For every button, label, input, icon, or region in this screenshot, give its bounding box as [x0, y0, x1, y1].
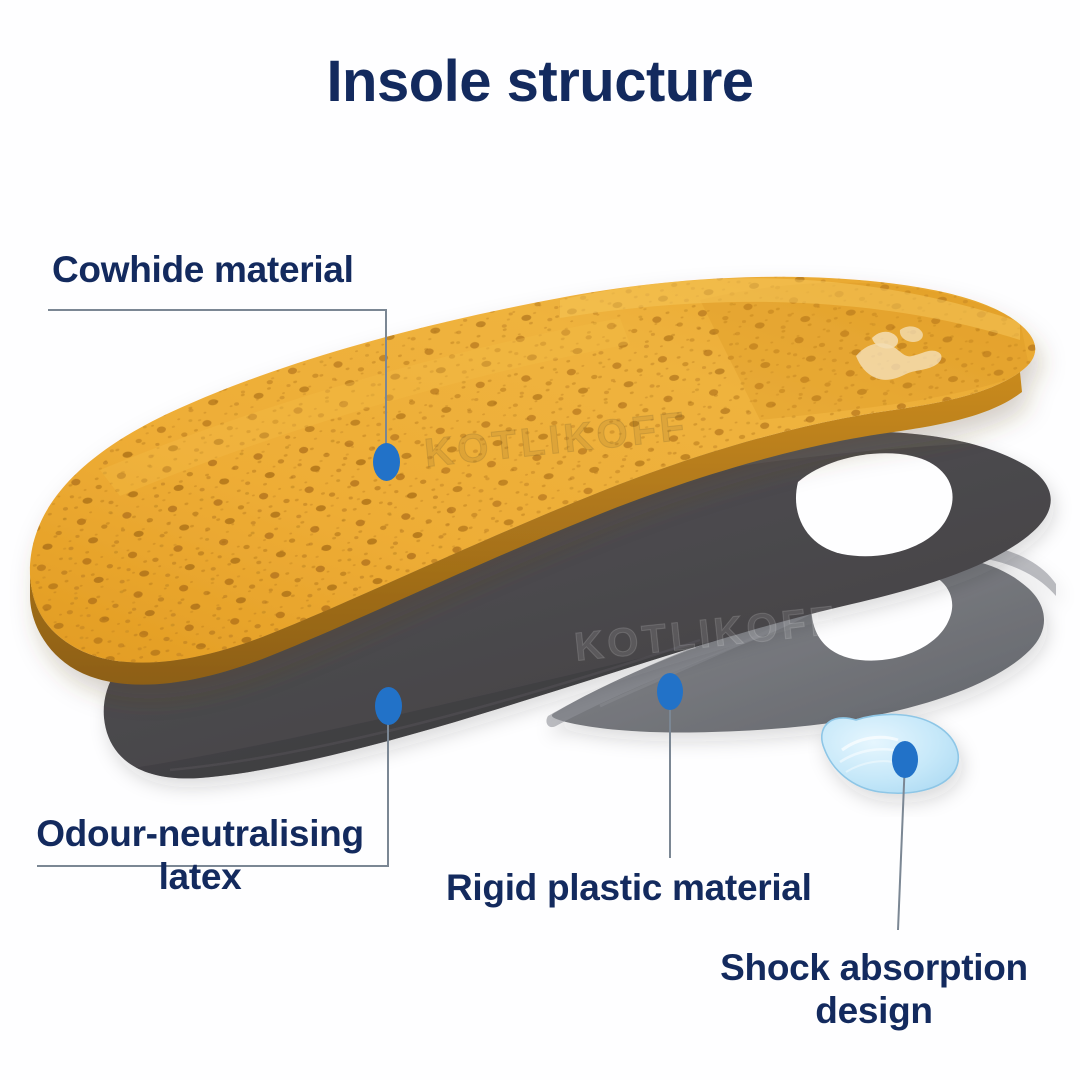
callout-label-cowhide: Cowhide material	[52, 249, 354, 290]
callout-dot-shock[interactable]	[892, 741, 918, 778]
leader-shock	[897, 759, 906, 931]
callout-leaders	[37, 309, 906, 931]
callout-label-shock: Shock absorption design	[720, 947, 1028, 1032]
brand-emblem-icon	[856, 326, 942, 380]
callout-label-plastic: Rigid plastic material	[446, 867, 812, 908]
gel-pad-layer	[821, 713, 959, 794]
callout-dot-latex[interactable]	[375, 687, 402, 725]
callout-label-latex: Odour-neutralising latex	[36, 813, 364, 898]
leader-latex	[37, 706, 389, 867]
page-title: Insole structure	[326, 49, 754, 114]
callout-dot-cowhide[interactable]	[373, 443, 400, 481]
callout-dot-plastic[interactable]	[657, 673, 683, 710]
leader-cowhide	[48, 309, 387, 462]
